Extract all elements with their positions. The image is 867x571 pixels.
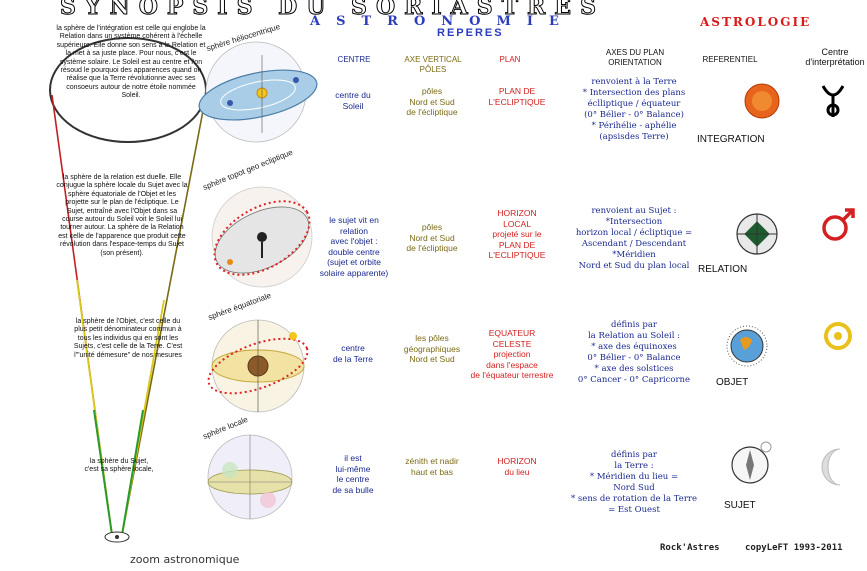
- row3-axe: les pôles géographiques Nord et Sud: [403, 333, 461, 364]
- relation-description: la sphère de la relation est duelle. Ell…: [56, 174, 188, 257]
- row2-referentiel: RELATION: [698, 264, 748, 275]
- moon-symbol-icon: [821, 448, 841, 486]
- sujet-description: la sphère du Sujet, c'est sa sphère loca…: [84, 458, 154, 474]
- signature: Rock'Astres: [660, 543, 720, 553]
- row2-centre: le sujet vit en relation avec l'objet : …: [319, 215, 389, 278]
- col-referentiel: REFERENTIEL: [702, 55, 758, 64]
- integration-description: la sphère de l'intégration est celle qui…: [56, 25, 206, 100]
- earth-symbol-icon: [821, 85, 845, 117]
- row4-axe: zénith et nadir haut et bas: [405, 456, 459, 477]
- col-axe: AXE VERTICAL PÔLES: [404, 55, 462, 74]
- row2-orientation: renvoient au Sujet : *Intersection horiz…: [575, 206, 693, 271]
- local-sphere-icon: [207, 434, 293, 520]
- row1-plan: PLAN DE L'ECLIPTIQUE: [488, 86, 546, 107]
- reperes-heading: REPERES: [437, 27, 504, 39]
- funnel-right-green: [121, 409, 144, 536]
- objet-description: la sphère de l'Objet, c'est celle du plu…: [73, 318, 183, 359]
- astro-wheel-icon: [736, 213, 778, 255]
- col-centre-interpretation: Centre d'interprétation: [805, 47, 865, 67]
- row4-centre: il est lui-même le centre de sa bulle: [332, 453, 374, 495]
- mars-symbol-icon: [822, 208, 855, 241]
- col-plan: PLAN: [499, 55, 521, 64]
- row2-plan: HORIZON LOCAL projeté sur le PLAN DE L'E…: [488, 208, 546, 260]
- equatorial-sphere-icon: [207, 319, 309, 413]
- row4-plan: HORIZON du lieu: [497, 456, 537, 477]
- zoom-label: zoom astronomique: [130, 553, 240, 566]
- row4-referentiel: SUJET: [724, 500, 756, 511]
- row1-axe: pôles Nord et Sud de l'écliptique: [406, 86, 458, 117]
- local-compass-icon: [731, 441, 772, 484]
- copyleft: copyLeFT 1993-2011: [745, 543, 843, 553]
- row1-centre: centre du Soleil: [335, 90, 371, 111]
- sun-icon: [744, 83, 780, 119]
- row3-referentiel: OBJET: [716, 377, 749, 388]
- row2-axe: pôles Nord et Sud de l'écliptique: [406, 222, 458, 253]
- row4-orientation: définis par la Terre : * Méridien du lie…: [570, 450, 697, 515]
- col-centre: CENTRE: [337, 55, 371, 64]
- row3-plan: EQUATEUR CELESTE projection dans l'espac…: [470, 328, 554, 380]
- col-axes-plan: AXES DU PLAN ORIENTATION: [605, 48, 665, 67]
- astrologie-heading: ASTROLOGIE: [700, 15, 812, 29]
- heliocentric-sphere-icon: [198, 41, 318, 143]
- topo-geo-ecliptic-sphere-icon: [211, 186, 313, 288]
- row3-centre: centre de la Terre: [332, 343, 373, 364]
- sun-symbol-icon: [824, 322, 852, 350]
- funnel-left-green: [93, 409, 113, 536]
- row3-orientation: définis par la Relation au Soleil : * ax…: [577, 320, 691, 385]
- row1-referentiel: INTEGRATION: [697, 134, 765, 145]
- page-title: SYNOPSIS DU SORIASTRES: [60, 0, 605, 21]
- earth-compass-icon: [726, 325, 768, 367]
- astronomie-heading: ASTRONOMIE: [310, 14, 575, 29]
- row1-orientation: renvoient à la Terre * Intersection des …: [582, 77, 686, 142]
